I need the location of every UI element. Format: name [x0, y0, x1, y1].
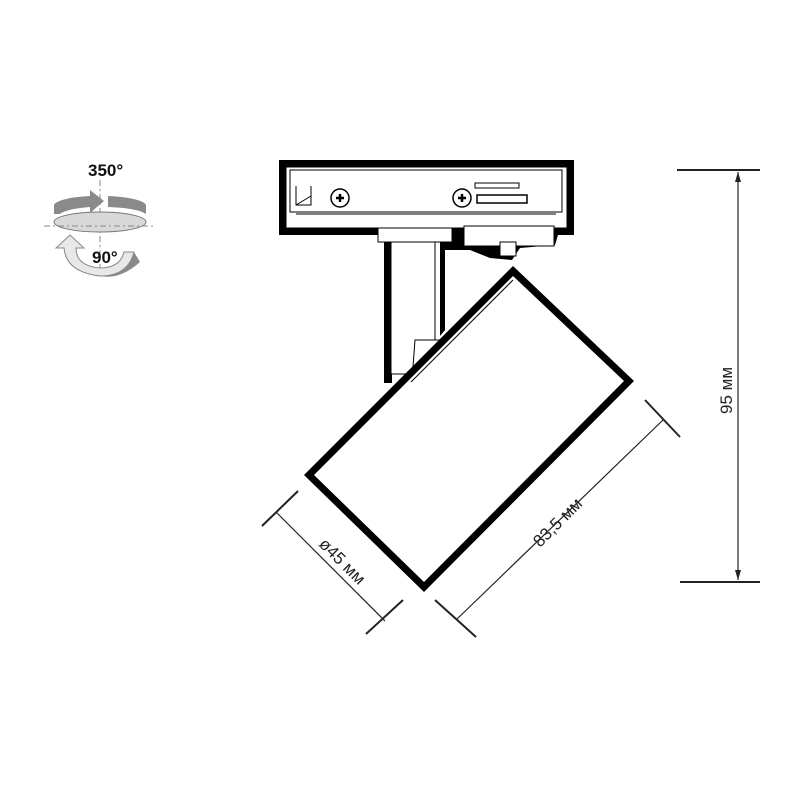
vertical-rotation-label: 90° — [92, 248, 118, 267]
track-adapter — [279, 160, 574, 383]
horizontal-rotation-label: 350° — [88, 161, 123, 180]
spotlight-cylinder — [304, 266, 634, 592]
screw-icon — [452, 188, 472, 208]
screw-icon — [330, 188, 350, 208]
diameter-label: ø45 мм — [315, 534, 369, 588]
length-dimension — [434, 399, 681, 638]
length-label: 83,5 мм — [529, 494, 586, 551]
rotation-icon: 350° 90° — [44, 161, 156, 277]
height-dimension — [677, 169, 760, 583]
diameter-dimension — [261, 490, 404, 635]
height-label: 95 мм — [717, 367, 736, 414]
